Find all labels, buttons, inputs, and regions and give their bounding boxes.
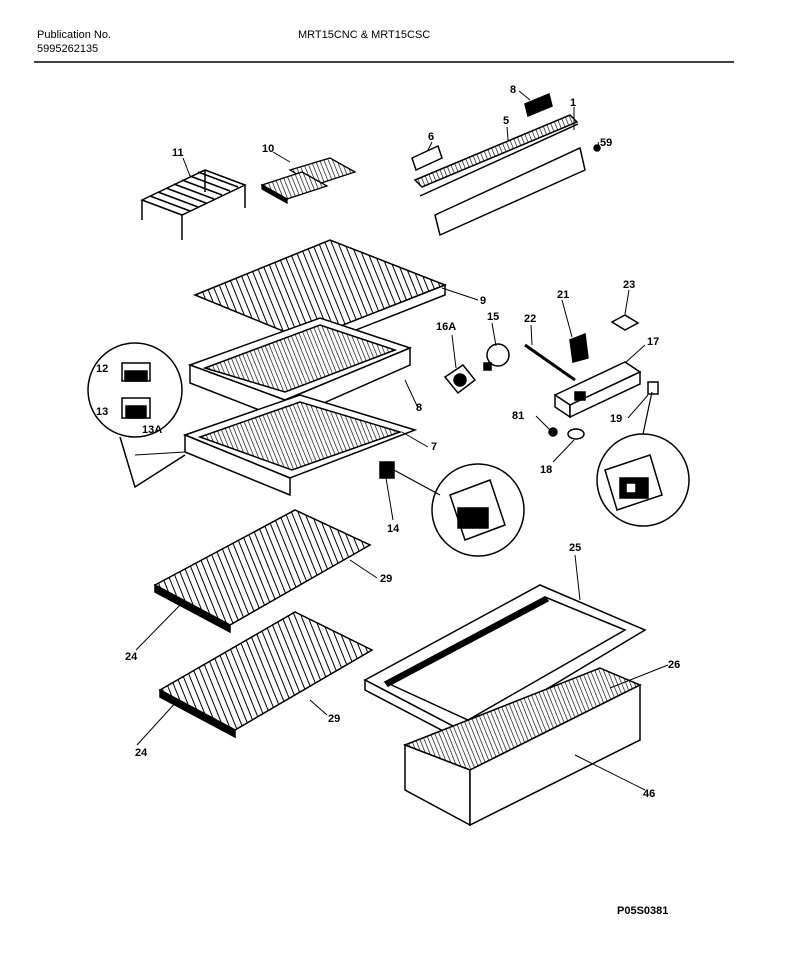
part-29-lower-wire-shelf xyxy=(158,611,374,739)
callout-25: 25 xyxy=(569,542,581,554)
part-29-upper-wire-shelf xyxy=(153,509,372,634)
callout-59: 59 xyxy=(600,137,612,149)
part-1-rail-assembly xyxy=(411,92,601,237)
callout-6: 6 xyxy=(428,131,434,143)
callout-23: 23 xyxy=(623,279,635,291)
callout-22: 22 xyxy=(524,313,536,325)
callout-81: 81 xyxy=(512,410,524,422)
part-14-damper xyxy=(379,461,525,557)
callout-14: 14 xyxy=(387,523,400,535)
callout-12: 12 xyxy=(96,363,108,375)
publication-number: 5995262135 xyxy=(37,43,99,55)
callout-5: 5 xyxy=(503,115,509,127)
callout-16a: 16A xyxy=(436,321,456,333)
figure-code: P05S0381 xyxy=(617,905,668,917)
callout-29-upper: 29 xyxy=(380,573,392,585)
part-25-crisper-cover xyxy=(363,584,647,747)
publication-label: Publication No. xyxy=(37,29,111,41)
callout-24-lower: 24 xyxy=(135,747,148,759)
light-control-parts xyxy=(443,314,659,440)
part-10-ice-trays xyxy=(260,157,357,205)
part-46-crisper-drawer xyxy=(402,667,642,827)
callout-7: 7 xyxy=(431,441,437,453)
part-11-wire-shelf xyxy=(140,169,247,240)
detail-circle-19 xyxy=(596,391,690,527)
callout-18: 18 xyxy=(540,464,552,476)
callout-29-lower: 29 xyxy=(328,713,340,725)
callout-11: 11 xyxy=(172,147,184,159)
callout-26: 26 xyxy=(668,659,680,671)
callout-15: 15 xyxy=(487,311,499,323)
detail-circle-12-13 xyxy=(87,342,186,489)
callout-8-frame: 8 xyxy=(416,402,422,414)
callout-1: 1 xyxy=(570,97,576,109)
callout-17: 17 xyxy=(647,336,659,348)
callout-21: 21 xyxy=(557,289,569,301)
callout-10: 10 xyxy=(262,143,274,155)
callout-9: 9 xyxy=(480,295,486,307)
callout-13: 13 xyxy=(96,406,108,418)
callout-labels: 1 5 6 8 59 11 10 9 16A 15 21 22 23 17 12… xyxy=(96,84,680,800)
callout-19: 19 xyxy=(610,413,622,425)
callout-13a: 13A xyxy=(142,424,162,436)
part-7-lower-frame xyxy=(182,394,418,497)
callout-46: 46 xyxy=(643,788,655,800)
model-numbers: MRT15CNC & MRT15CSC xyxy=(298,29,431,41)
callout-24-upper: 24 xyxy=(125,651,138,663)
callout-8-bracket: 8 xyxy=(510,84,516,96)
leader-lines xyxy=(134,90,669,791)
